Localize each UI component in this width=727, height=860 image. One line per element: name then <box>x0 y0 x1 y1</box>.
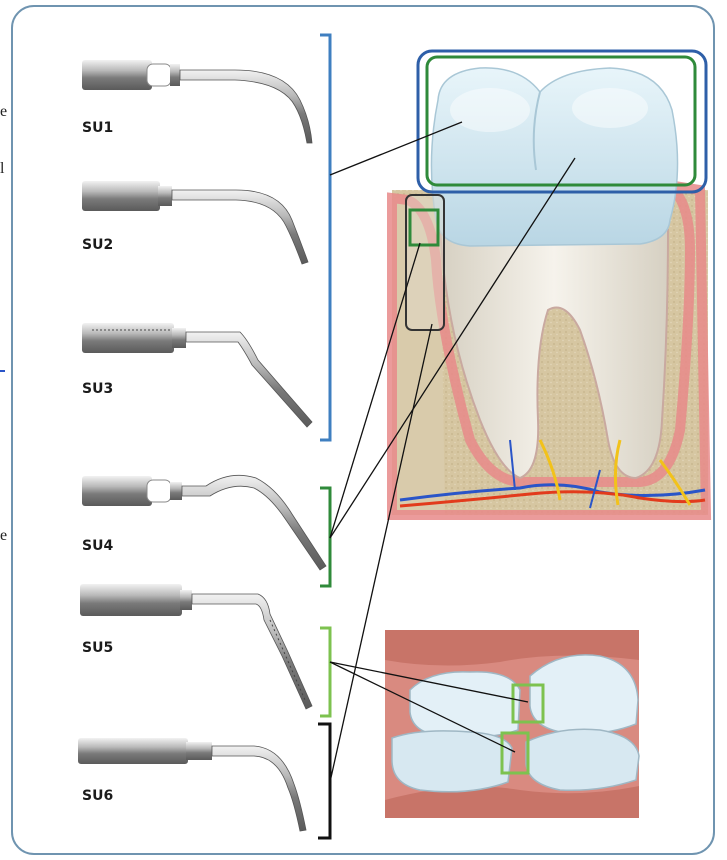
teeth-illustration <box>385 630 639 818</box>
tip-label-su2: SU2 <box>82 237 113 253</box>
edge-blue-mark <box>0 370 5 372</box>
tip-label-su1: SU1 <box>82 120 113 136</box>
tip-label-su3: SU3 <box>82 381 113 397</box>
tip-label-su5: SU5 <box>82 640 113 656</box>
tip-label-su4: SU4 <box>82 538 113 554</box>
edge-text-2: l <box>0 160 4 178</box>
edge-text-3: e <box>0 527 7 545</box>
tip-label-su6: SU6 <box>82 788 113 804</box>
edge-text-1: e <box>0 103 7 121</box>
